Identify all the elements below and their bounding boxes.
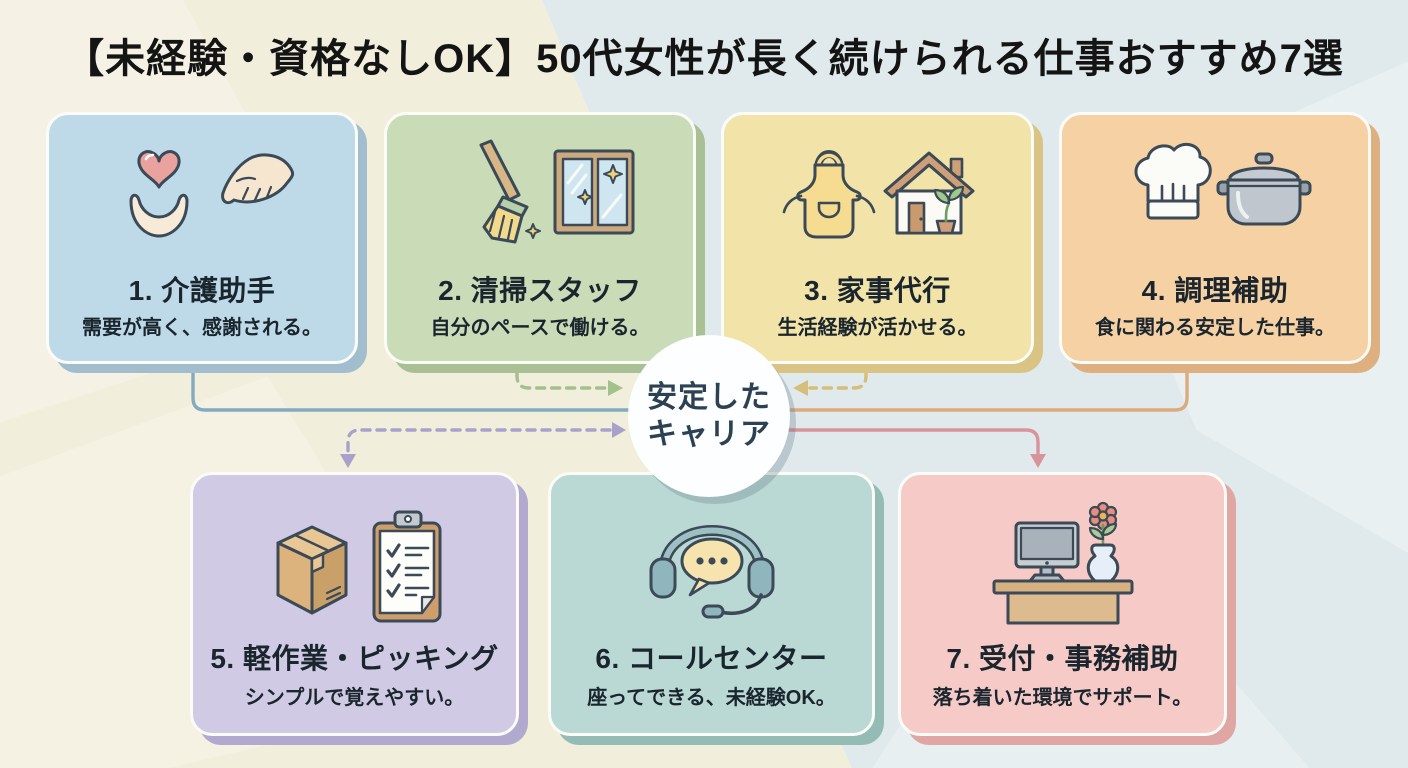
- card-subtitle: 食に関わる安定した仕事。: [1095, 317, 1335, 339]
- chef-hat-pot-icon: [1134, 142, 1312, 226]
- box-clipboard-icon: [276, 510, 441, 623]
- card-subtitle: 座ってできる、未経験OK。: [587, 687, 836, 709]
- card-title: 2. 清掃スタッフ: [438, 275, 642, 306]
- apron-house-icon: [782, 150, 974, 239]
- card-subtitle: シンプルで覚えやすい。: [244, 687, 465, 709]
- arrowhead-right: [612, 422, 626, 438]
- connector-cooking-to-center: [718, 356, 1189, 412]
- card-light-work-picking: 5. 軽作業・ピッキング シンプルで覚えやすい。: [190, 472, 519, 736]
- center-goal-circle: 安定した キャリア: [628, 335, 790, 497]
- card-subtitle: 自分のペースで働ける。: [430, 317, 650, 339]
- arrowhead-down: [1030, 454, 1046, 468]
- card-cleaning-staff: 2. 清掃スタッフ 自分のペースで働ける。: [384, 112, 696, 364]
- card-call-center: 6. コールセンター 座ってできる、未経験OK。: [548, 472, 875, 736]
- page-title: 【未経験・資格なしOK】50代女性が長く続けられる仕事おすすめ7選: [64, 37, 1344, 81]
- connector-center-to-lightwork: [340, 422, 626, 468]
- card-subtitle: 生活経験が活かせる。: [777, 317, 978, 339]
- card-care-assistant: 1. 介護助手 需要が高く、感謝される。: [46, 112, 358, 364]
- center-goal-line2: キャリア: [647, 418, 771, 451]
- card-housekeeping: 3. 家事代行 生活経験が活かせる。: [721, 112, 1034, 364]
- card-subtitle: 落ち着いた環境でサポート。: [932, 687, 1193, 709]
- headset-icon: [649, 525, 774, 619]
- card-title: 1. 介護助手: [128, 275, 276, 306]
- broom-window-icon: [479, 139, 635, 244]
- card-title: 7. 受付・事務補助: [946, 643, 1179, 674]
- card-title: 4. 調理補助: [1141, 275, 1289, 306]
- connector-care-to-center: [191, 356, 702, 412]
- card-title: 5. 軽作業・ピッキング: [210, 643, 499, 674]
- card-reception-clerical: 7. 受付・事務補助 落ち着いた環境でサポート。: [898, 472, 1227, 736]
- arrowhead-left: [793, 380, 808, 396]
- connector-center-to-reception: [768, 428, 1046, 468]
- hands-heart-icon: [129, 150, 295, 238]
- card-title: 3. 家事代行: [804, 275, 951, 306]
- arrowhead-down: [340, 454, 356, 468]
- arrowhead-right: [608, 380, 623, 396]
- card-cooking-assistant: 4. 調理補助 食に関わる安定した仕事。: [1059, 112, 1371, 364]
- card-subtitle: 需要が高く、感謝される。: [82, 317, 322, 339]
- center-goal-line1: 安定した: [647, 380, 771, 414]
- desk-computer-icon: [992, 501, 1133, 625]
- card-title: 6. コールセンター: [595, 643, 828, 674]
